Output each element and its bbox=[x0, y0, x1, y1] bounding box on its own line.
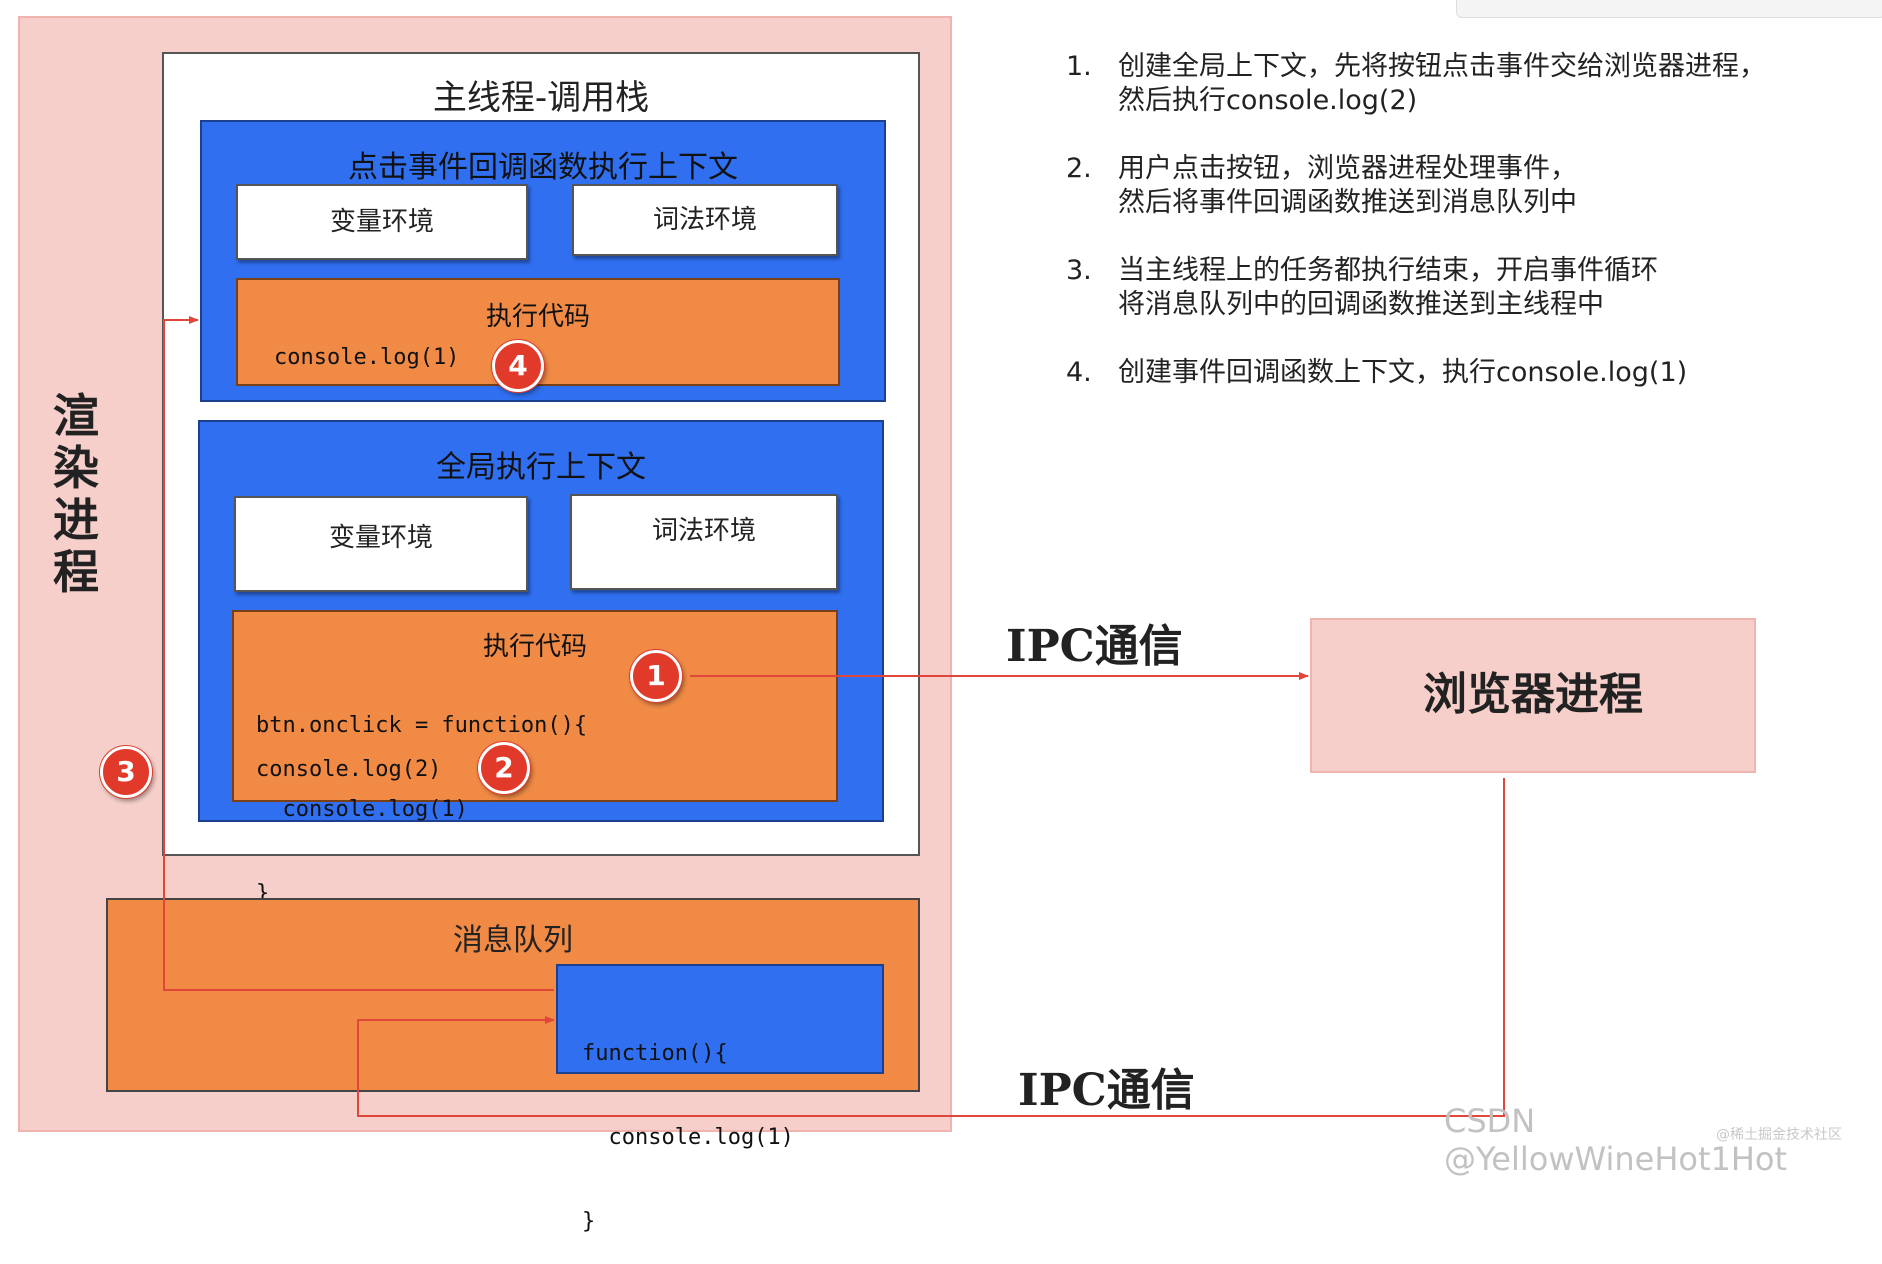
step-line: 然后将事件回调函数推送到消息队列中 bbox=[1118, 187, 1577, 218]
step-text: 用户点击按钮，浏览器进程处理事件， 然后将事件回调函数推送到消息队列中 bbox=[1118, 152, 1577, 220]
global-code-line: console.log(1) bbox=[256, 797, 468, 822]
render-label-char: 渲 bbox=[53, 389, 99, 443]
global-exec-label: 执行代码 bbox=[482, 632, 587, 662]
global-lex-env-label: 词法环境 bbox=[651, 516, 756, 546]
step-item: 4. 创建事件回调函数上下文，执行console.log(1) bbox=[1066, 356, 1876, 390]
render-label-char: 程 bbox=[53, 545, 99, 599]
ipc-label-top: IPC通信 bbox=[1006, 621, 1183, 672]
global-context-title: 全局执行上下文 bbox=[436, 450, 646, 485]
step-badge-1: 1 bbox=[630, 650, 682, 702]
step-badge-3: 3 bbox=[100, 746, 152, 798]
step-number: 3. bbox=[1066, 255, 1092, 286]
step-text: 当主线程上的任务都执行结束，开启事件循环 将消息队列中的回调函数推送到主线程中 bbox=[1118, 254, 1658, 322]
global-exec-code-box bbox=[232, 610, 838, 802]
step-badge-4: 4 bbox=[492, 340, 544, 392]
render-process-label: 渲 染 进 程 bbox=[46, 390, 106, 598]
callback-exec-label: 执行代码 bbox=[485, 302, 590, 332]
queue-callback-box bbox=[556, 964, 884, 1074]
global-lex-env: 词法环境 bbox=[570, 494, 838, 590]
callback-lex-env-label: 词法环境 bbox=[652, 205, 757, 235]
step-number: 1. bbox=[1066, 51, 1092, 82]
queue-callback-code: function(){ console.log(1) } bbox=[582, 984, 794, 1264]
step-line: 创建全局上下文，先将按钮点击事件交给浏览器进程， bbox=[1118, 51, 1766, 82]
step-line: 用户点击按钮，浏览器进程处理事件， bbox=[1118, 153, 1577, 184]
callback-lex-env: 词法环境 bbox=[572, 184, 838, 256]
step-number: 2. bbox=[1066, 153, 1092, 184]
step-item: 3. 当主线程上的任务都执行结束，开启事件循环 将消息队列中的回调函数推送到主线… bbox=[1066, 254, 1876, 322]
global-var-env-label: 变量环境 bbox=[328, 523, 433, 553]
browser-process-label: 浏览器进程 bbox=[1423, 669, 1643, 720]
global-var-env: 变量环境 bbox=[234, 496, 528, 592]
ipc-label-bottom: IPC通信 bbox=[1018, 1065, 1195, 1116]
render-label-char: 进 bbox=[53, 493, 99, 547]
message-queue-title: 消息队列 bbox=[453, 923, 573, 958]
render-label-char: 染 bbox=[53, 441, 99, 495]
step-item: 1. 创建全局上下文，先将按钮点击事件交给浏览器进程， 然后执行console.… bbox=[1066, 50, 1876, 118]
callback-code-line: console.log(1) bbox=[274, 345, 460, 370]
step-line: 将消息队列中的回调函数推送到主线程中 bbox=[1118, 289, 1604, 320]
global-code-line: btn.onclick = function(){ bbox=[256, 713, 588, 738]
step-item: 2. 用户点击按钮，浏览器进程处理事件， 然后将事件回调函数推送到消息队列中 bbox=[1066, 152, 1876, 220]
call-stack-title: 主线程-调用栈 bbox=[432, 78, 650, 118]
queue-code-line: } bbox=[582, 1209, 596, 1234]
step-badge-2: 2 bbox=[478, 742, 530, 794]
browser-process-box: 浏览器进程 bbox=[1310, 618, 1756, 773]
step-number: 4. bbox=[1066, 357, 1092, 388]
callback-var-env-label: 变量环境 bbox=[329, 207, 434, 237]
step-list: 1. 创建全局上下文，先将按钮点击事件交给浏览器进程， 然后执行console.… bbox=[1066, 50, 1876, 424]
arrow-queue-to-stack bbox=[163, 316, 554, 991]
step-line: 创建事件回调函数上下文，执行console.log(1) bbox=[1118, 357, 1688, 388]
watermark-small: @稀土掘金技术社区 bbox=[1716, 1127, 1842, 1143]
callback-context-title: 点击事件回调函数执行上下文 bbox=[348, 150, 738, 185]
queue-code-line: function(){ bbox=[582, 1041, 728, 1066]
step-line: 然后执行console.log(2) bbox=[1118, 85, 1418, 116]
step-line: 当主线程上的任务都执行结束，开启事件循环 bbox=[1118, 255, 1658, 286]
arrow-browser-to-queue bbox=[357, 778, 1505, 1117]
top-tab-fragment bbox=[1456, 0, 1882, 18]
step-text: 创建全局上下文，先将按钮点击事件交给浏览器进程， 然后执行console.log… bbox=[1118, 50, 1766, 118]
callback-var-env: 变量环境 bbox=[236, 184, 528, 260]
connector-lines bbox=[163, 316, 1505, 1117]
global-code-log2: console.log(2) bbox=[256, 757, 442, 782]
step-text: 创建事件回调函数上下文，执行console.log(1) bbox=[1118, 356, 1687, 390]
queue-code-line: console.log(1) bbox=[582, 1125, 794, 1150]
global-code-block: btn.onclick = function(){ console.log(1)… bbox=[256, 656, 587, 936]
